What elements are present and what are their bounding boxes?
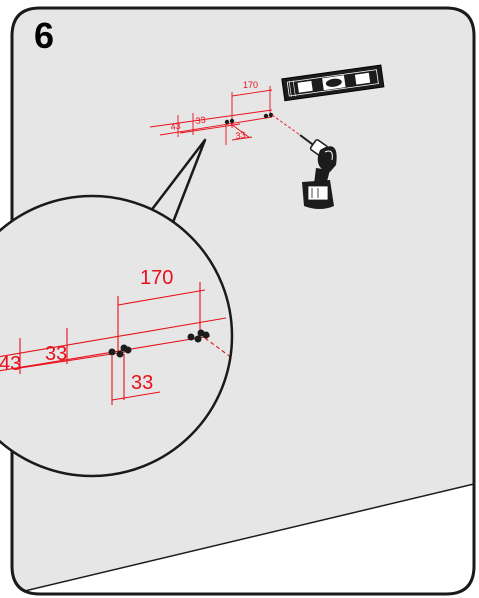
magnified-detail: 170 43 33 33 [0,194,234,478]
detail-dim-33-vertical: 33 [131,372,153,394]
panel-border [10,6,476,596]
small-dim-33-vertical: 33 [235,130,246,141]
floor-edge [12,483,474,594]
small-dim-170: 170 [243,80,258,90]
small-dim-33: 33 [195,115,206,126]
detail-drill-holes [108,329,210,358]
detail-dim-43: 43 [0,353,21,375]
drill-guide-line [271,114,301,136]
step-number: 6 [34,15,54,56]
small-drill-holes [224,112,274,125]
detail-dimension-lines [0,282,232,405]
small-dim-43: 43 [170,121,181,132]
detail-dim-170: 170 [140,267,173,289]
floor [12,484,474,594]
detail-dim-33: 33 [45,343,67,365]
cordless-drill-icon [299,134,337,209]
spirit-level-icon [281,64,385,102]
